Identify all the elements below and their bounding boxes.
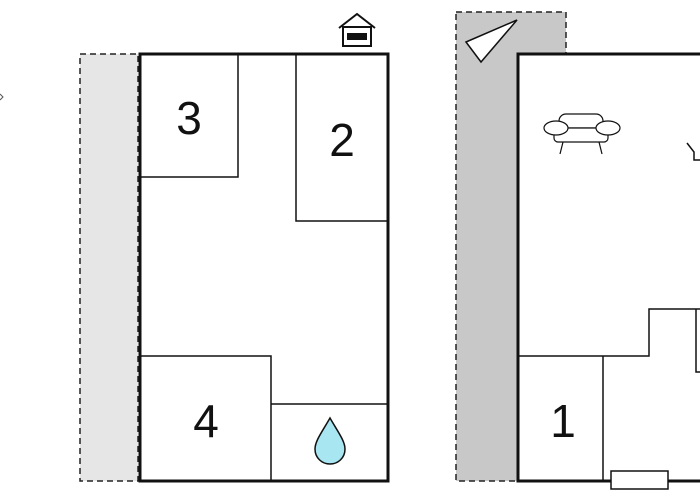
left-floor-outline	[138, 52, 390, 483]
room-3-walls	[141, 55, 239, 178]
room-1-number: 1	[550, 395, 576, 447]
room-4-walls	[141, 355, 272, 480]
edge-mark	[0, 93, 4, 101]
room-4-number: 4	[193, 395, 219, 447]
water-drop-icon	[314, 416, 346, 465]
room-2-walls	[295, 55, 387, 222]
house-entrance-icon	[338, 12, 376, 47]
left-terrace	[79, 53, 139, 482]
north-arrow-icon	[464, 19, 518, 64]
room-3-number: 3	[176, 92, 202, 144]
window-icon	[610, 470, 669, 490]
stair-walls	[519, 308, 700, 480]
right-floor-outline	[516, 52, 700, 483]
sofa-icon	[543, 113, 621, 155]
room-2-number: 2	[329, 114, 355, 166]
kitchen-fixture-partial	[686, 142, 700, 161]
